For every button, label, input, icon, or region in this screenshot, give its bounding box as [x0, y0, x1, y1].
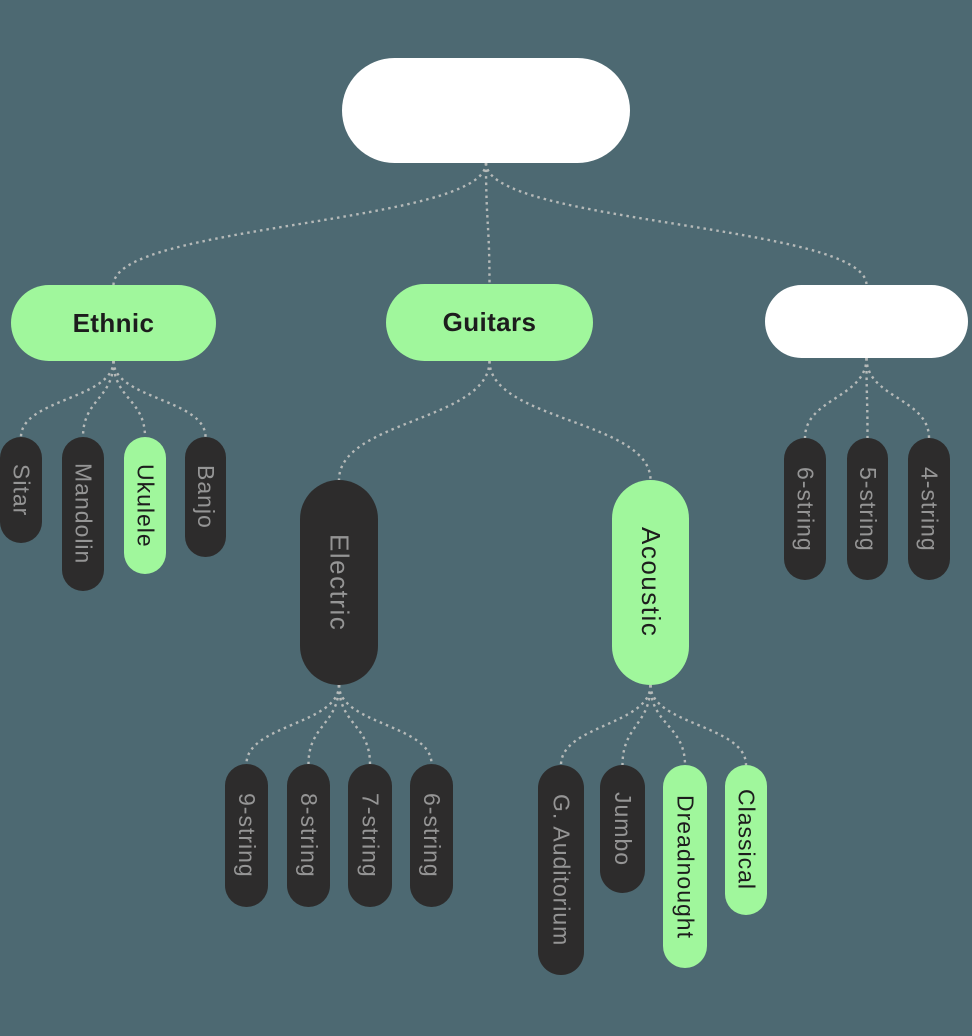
- node-label: 5-string: [855, 466, 881, 552]
- tree-link-right-4string: [865, 357, 931, 439]
- tree-link-guitars: [484, 162, 491, 285]
- node-label: Acoustic: [636, 527, 666, 638]
- tree-node-acoustic[interactable]: Acoustic: [612, 480, 689, 685]
- tree-link-ethnic: [112, 162, 488, 286]
- tree-node-banjo[interactable]: Banjo: [185, 437, 226, 557]
- tree-link-g-auditorium: [559, 684, 652, 766]
- node-label: Banjo: [193, 465, 219, 529]
- tree-link-group-2: [484, 162, 868, 286]
- tree-node-ukulele[interactable]: Ukulele: [124, 437, 166, 574]
- node-label: Dreadnought: [672, 794, 699, 939]
- tree-node-jumbo[interactable]: Jumbo: [600, 765, 645, 893]
- tree-node-electric[interactable]: Electric: [300, 480, 378, 685]
- tree-link-mandolin: [81, 360, 115, 438]
- node-label: 7-string: [357, 793, 384, 878]
- node-label: Classical: [733, 789, 760, 891]
- tree-node-right-4-string[interactable]: 4-string: [908, 438, 950, 580]
- node-label: G. Auditorium: [548, 793, 575, 947]
- tree-node-guitars[interactable]: Guitars: [386, 284, 593, 361]
- tree-node-mandolin[interactable]: Mandolin: [62, 437, 104, 591]
- node-label: Mandolin: [70, 463, 97, 565]
- tree-link-acoustic: [488, 360, 652, 481]
- tree-node-classical[interactable]: Classical: [725, 765, 767, 915]
- node-label: Jumbo: [610, 791, 636, 867]
- tree-link-str9: [245, 684, 341, 765]
- node-label: Electric: [324, 533, 355, 632]
- node-label: 6-string: [792, 466, 819, 552]
- tree-link-banjo: [112, 360, 207, 438]
- node-label: Guitars: [442, 307, 537, 337]
- tree-link-right-6string: [803, 357, 868, 439]
- tree-node-6-string[interactable]: 6-string: [410, 764, 453, 907]
- node-label: 6-string: [419, 793, 445, 878]
- node-label: Ukulele: [132, 463, 159, 548]
- tree-node-dreadnought[interactable]: Dreadnought: [663, 765, 707, 968]
- node-label: Ethnic: [72, 307, 155, 338]
- tree-node-ethnic[interactable]: Ethnic: [11, 285, 216, 361]
- tree-node-right-5-string[interactable]: 5-string: [847, 438, 888, 580]
- node-label: 4-string: [916, 466, 943, 552]
- tree-link-electric: [337, 360, 491, 481]
- tree-node-sitar[interactable]: Sitar: [0, 437, 42, 543]
- tree-link-str7: [337, 684, 372, 765]
- tree-node-g-auditorium[interactable]: G. Auditorium: [538, 765, 584, 975]
- tree-node-8-string[interactable]: 8-string: [287, 764, 330, 907]
- tree-node-7-string[interactable]: 7-string: [348, 764, 392, 907]
- tree-node-9-string[interactable]: 9-string: [225, 764, 268, 907]
- tree-link-ukulele: [112, 360, 147, 438]
- tree-node-right-6-string[interactable]: 6-string: [784, 438, 826, 580]
- tree-link-classical: [649, 684, 748, 766]
- tree-link-right-5string: [865, 357, 869, 439]
- node-label: 8-string: [296, 793, 322, 878]
- node-label: Sitar: [8, 463, 35, 517]
- tree-node-unlabeled-group[interactable]: [765, 285, 968, 358]
- tree-node-root[interactable]: [342, 58, 630, 163]
- node-label: 9-string: [234, 793, 260, 878]
- tree-link-str6: [337, 684, 433, 765]
- tree-link-dreadnought: [649, 684, 687, 766]
